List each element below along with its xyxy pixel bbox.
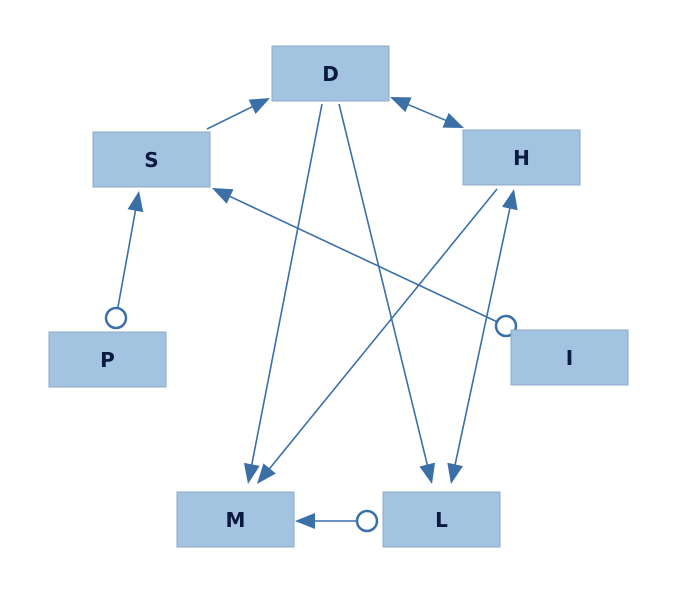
edges-layer xyxy=(104,97,518,533)
node-H-box xyxy=(462,129,581,186)
edge-L-M-circle-start xyxy=(355,509,379,533)
edge-P-S-circle-start xyxy=(104,306,128,330)
edge-H-M-arrowhead-end xyxy=(257,463,276,484)
node-H-label: H xyxy=(513,146,530,170)
edge-H-L-arrowhead-start xyxy=(501,189,518,211)
node-M-label: M xyxy=(226,508,246,532)
edge-D-L-line xyxy=(338,103,429,469)
node-M-box xyxy=(176,491,295,548)
node-H: H xyxy=(462,129,581,186)
node-D-box xyxy=(271,45,390,102)
edge-D-M-arrowhead-end xyxy=(243,462,260,484)
node-P-label: P xyxy=(100,348,115,372)
edge-I-S-line xyxy=(226,194,498,323)
node-M: M xyxy=(176,491,295,548)
node-D-label: D xyxy=(322,62,339,86)
edge-H-M-line xyxy=(266,188,498,473)
node-L-box xyxy=(382,491,501,548)
node-P-box xyxy=(48,331,167,388)
node-S: S xyxy=(92,131,211,188)
node-S-box xyxy=(92,131,211,188)
edge-H-L-arrowhead-end xyxy=(447,462,464,484)
node-L: L xyxy=(382,491,501,548)
edge-P-S-arrowhead-end xyxy=(127,191,144,213)
edge-P-S-line xyxy=(116,206,137,309)
edge-D-H-arrowhead-start xyxy=(390,97,412,113)
edge-D-M-line xyxy=(250,103,323,469)
edge-I-S-arrowhead-end xyxy=(212,188,234,204)
edge-S-D-line xyxy=(206,104,256,130)
node-S-label: S xyxy=(144,148,158,172)
node-I: I xyxy=(510,329,629,386)
node-L-label: L xyxy=(435,508,448,532)
edge-H-L-line xyxy=(453,204,512,469)
edge-L-M-arrowhead-end xyxy=(295,513,315,529)
node-D: D xyxy=(271,45,390,102)
edge-D-H-line xyxy=(404,102,450,123)
edge-D-L-arrowhead-end xyxy=(419,462,436,484)
edge-D-H-arrowhead-end xyxy=(442,112,464,128)
node-I-box xyxy=(510,329,629,386)
edge-S-D-arrowhead-end xyxy=(248,98,270,115)
node-I-label: I xyxy=(566,346,573,370)
nodes-layer: D S H P I M L xyxy=(48,45,629,548)
node-P: P xyxy=(48,331,167,388)
